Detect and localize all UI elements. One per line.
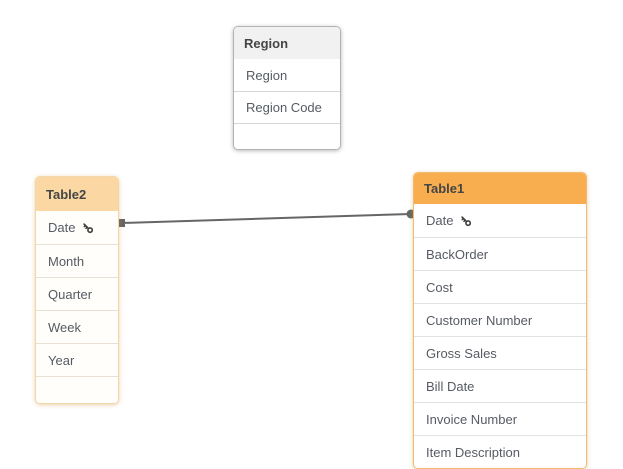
table-region[interactable]: Region Region Region Code	[233, 26, 341, 150]
key-icon	[460, 215, 472, 227]
field-label: Customer Number	[426, 312, 533, 328]
field-row-region-code[interactable]: Region Code	[234, 91, 340, 123]
field-label: Date	[426, 213, 454, 228]
field-row-bill-date[interactable]: Bill Date	[414, 369, 586, 402]
table-region-header[interactable]: Region	[234, 27, 340, 59]
connector-line-group[interactable]	[117, 209, 416, 228]
connector-endpoint-left[interactable]	[117, 219, 125, 227]
field-row-cost[interactable]: Cost	[414, 270, 586, 303]
field-row-date[interactable]: Date	[414, 204, 586, 237]
field-row-quarter[interactable]: Quarter	[36, 277, 118, 310]
key-icon	[82, 222, 94, 234]
field-label: Date	[48, 220, 76, 235]
connector-line[interactable]	[120, 213, 412, 224]
field-row-date[interactable]: Date	[36, 211, 118, 244]
empty-row	[234, 123, 340, 149]
table-table1-header[interactable]: Table1	[414, 173, 586, 204]
field-label: Item Description	[426, 444, 520, 460]
field-label: Cost	[426, 279, 453, 295]
field-row-backorder[interactable]: BackOrder	[414, 237, 586, 270]
table-table1[interactable]: Table1 Date BackOrder Cost Customer Numb…	[413, 172, 587, 469]
table-table2[interactable]: Table2 Date Month Quarter Week Year	[35, 176, 119, 404]
empty-row	[36, 376, 118, 403]
field-row-region[interactable]: Region	[234, 59, 340, 91]
field-row-invoice-number[interactable]: Invoice Number	[414, 402, 586, 435]
field-row-year[interactable]: Year	[36, 343, 118, 376]
field-label: Region	[246, 67, 288, 83]
field-label: BackOrder	[426, 246, 489, 262]
field-row-customer-number[interactable]: Customer Number	[414, 303, 586, 336]
field-label: Month	[48, 253, 85, 269]
field-label: Gross Sales	[426, 345, 497, 361]
field-row-week[interactable]: Week	[36, 310, 118, 343]
field-row-item-description[interactable]: Item Description	[414, 435, 586, 468]
data-model-canvas: Region Region Region Code Table2 Date Mo…	[35, 26, 587, 469]
field-label: Region Code	[246, 100, 322, 115]
field-label: Quarter	[48, 286, 93, 302]
field-label: Week	[48, 319, 81, 335]
field-label: Bill Date	[426, 378, 475, 394]
field-label: Year	[48, 352, 75, 368]
table-table2-header[interactable]: Table2	[36, 177, 118, 211]
field-label: Invoice Number	[426, 411, 518, 427]
field-row-gross-sales[interactable]: Gross Sales	[414, 336, 586, 369]
field-row-month[interactable]: Month	[36, 244, 118, 277]
